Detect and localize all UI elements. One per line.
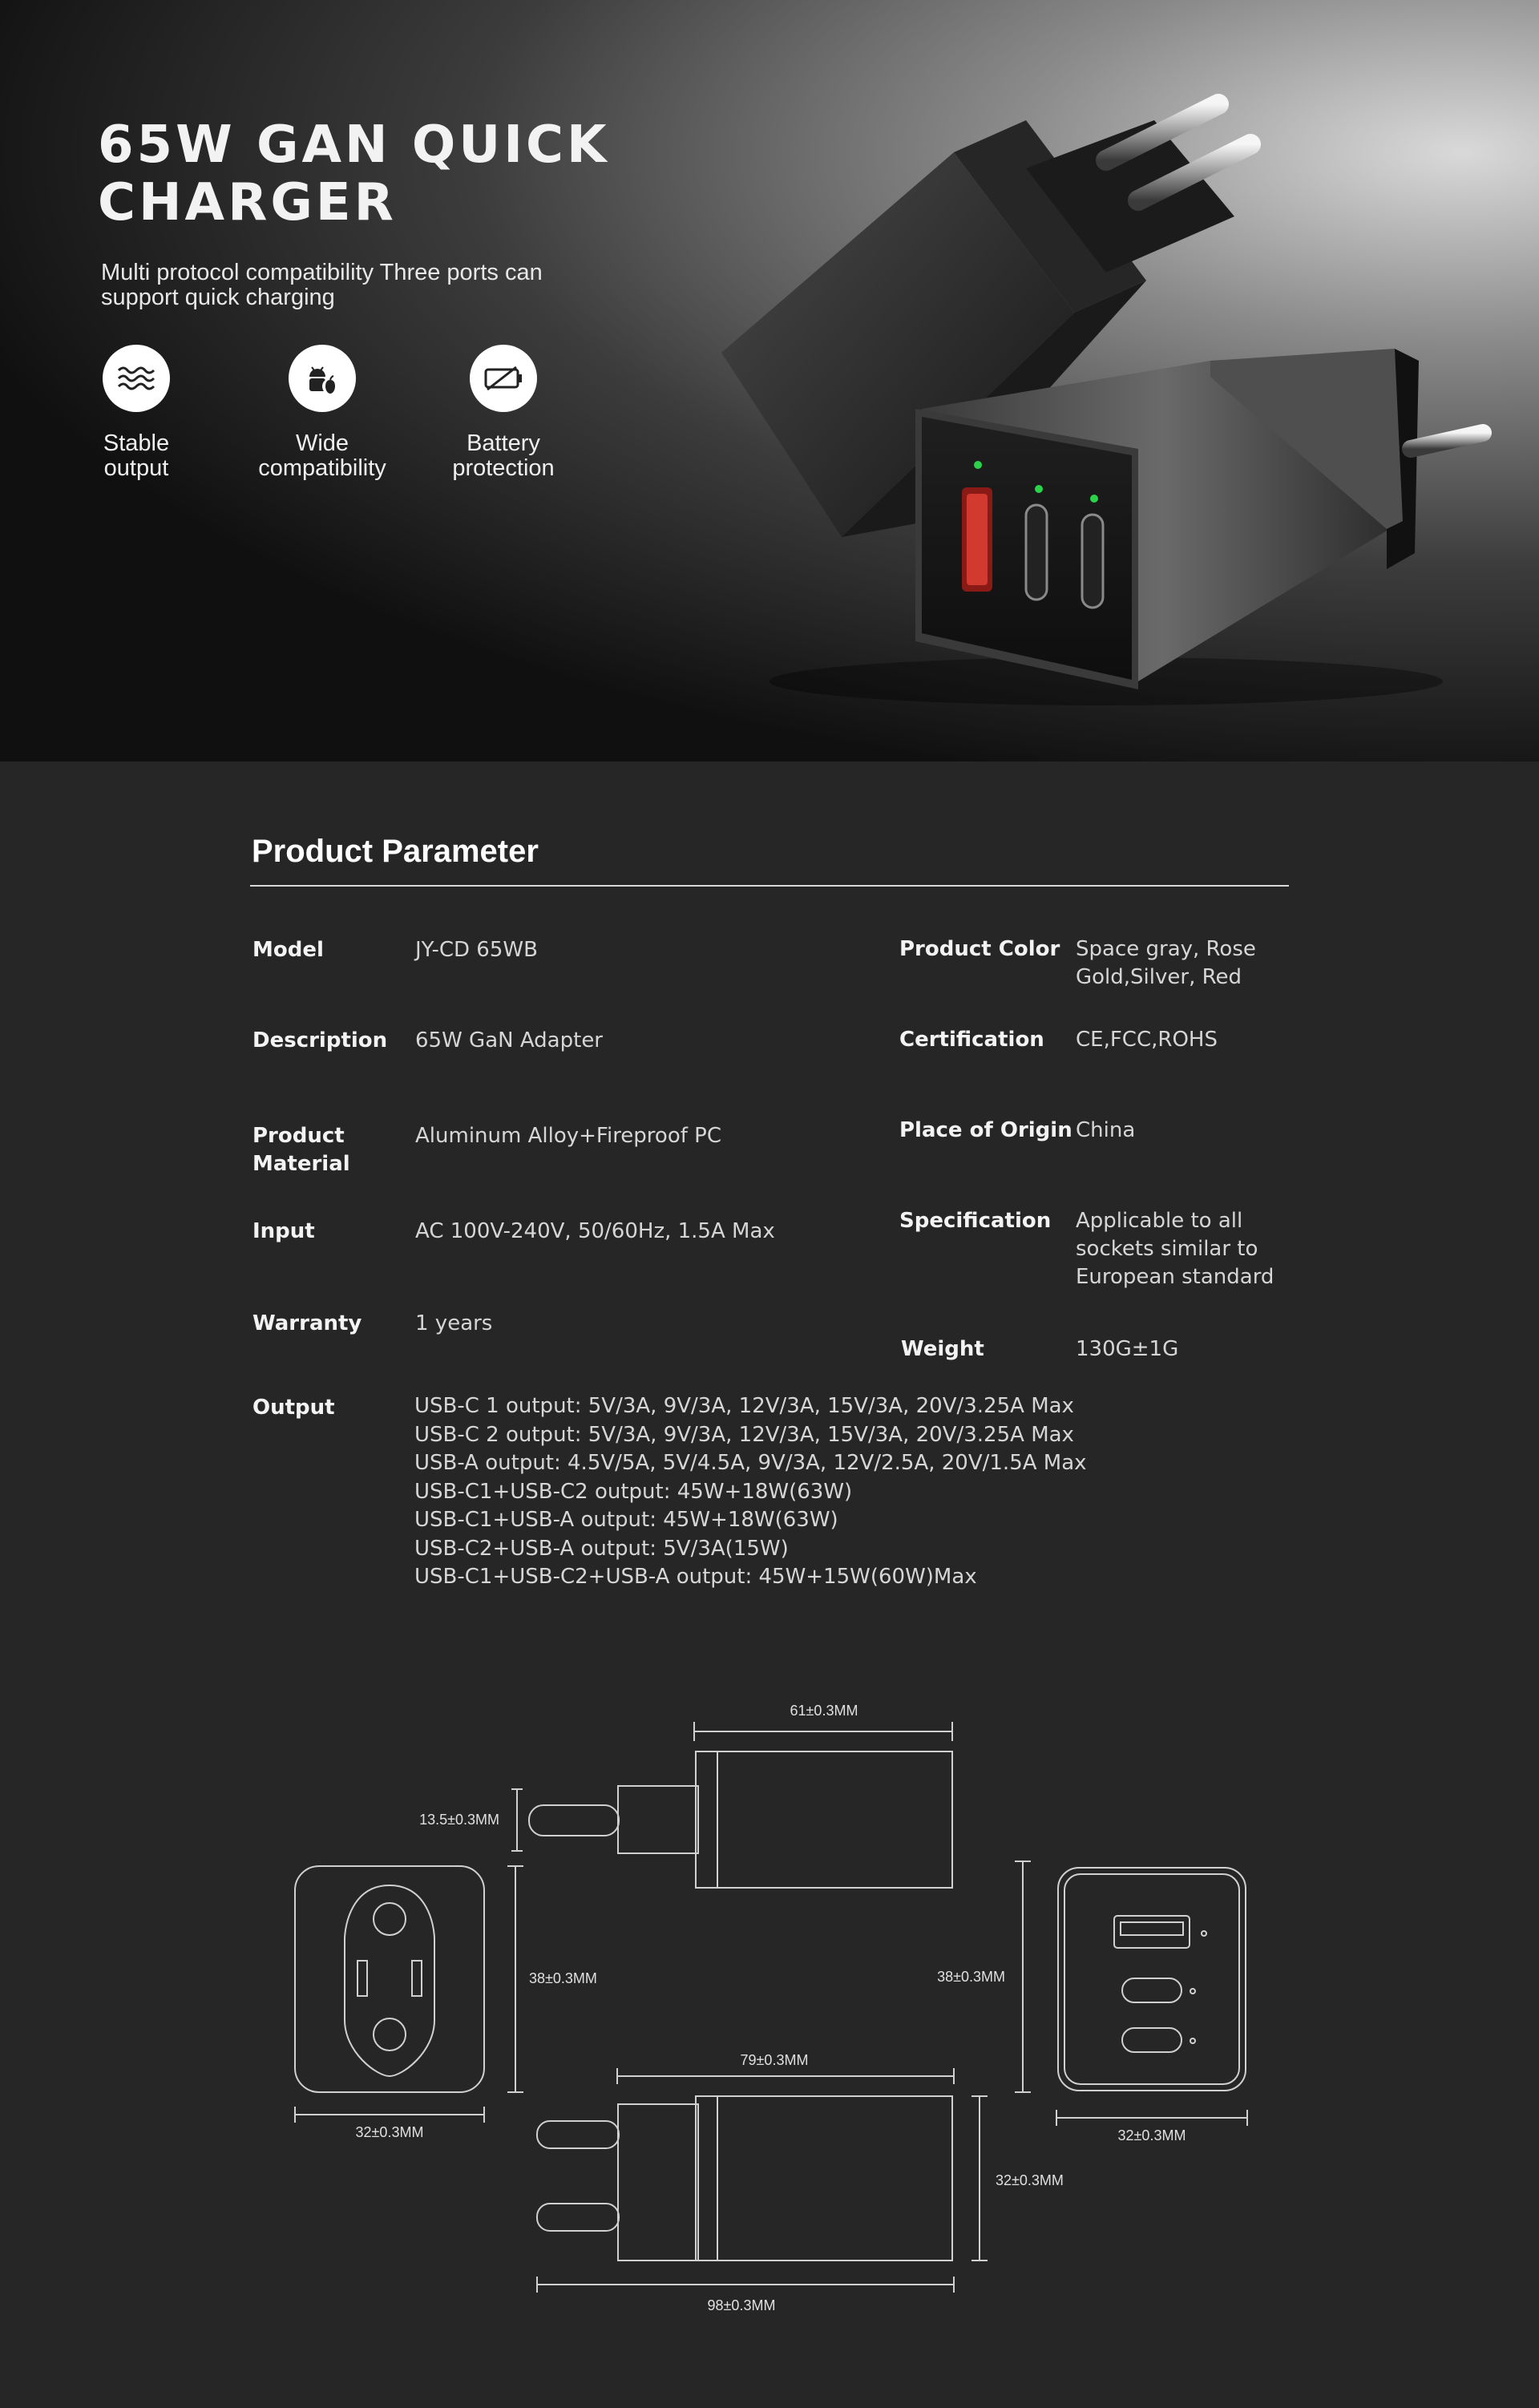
param-value-origin: China	[1076, 1118, 1136, 1142]
feature-label: Wide compatibility	[258, 430, 386, 481]
output-line: USB-A output: 4.5V/5A, 5V/4.5A, 9V/3A, 1…	[414, 1451, 1087, 1475]
param-label-input: Input	[252, 1219, 315, 1243]
param-value-input: AC 100V-240V, 50/60Hz, 1.5A Max	[415, 1219, 775, 1243]
param-label-description: Description	[252, 1028, 388, 1052]
param-label-color: Product Color	[899, 937, 1060, 961]
dim-plug-width: 32±0.3MM	[356, 2124, 424, 2140]
output-line: USB-C 1 output: 5V/3A, 9V/3A, 12V/3A, 15…	[414, 1394, 1074, 1418]
dim-side-body: 79±0.3MM	[741, 2052, 809, 2068]
param-label-warranty: Warranty	[252, 1311, 362, 1335]
dim-pin-offset: 13.5±0.3MM	[419, 1812, 499, 1828]
param-label-model: Model	[252, 938, 324, 962]
dimension-diagram: 61±0.3MM 13.5±0.3MM 38±0.3MM 32±0.3MM 38…	[294, 1703, 1248, 2313]
output-line: USB-C1+USB-C2 output: 45W+18W(63W)	[414, 1479, 853, 1504]
wave-icon	[103, 345, 170, 412]
feature-battery-protection: Battery protection	[423, 345, 584, 481]
param-value-color: Space gray, Rose Gold,Silver, Red	[1076, 937, 1256, 989]
param-label-specification: Specification	[899, 1209, 1052, 1233]
dim-front-height: 38±0.3MM	[937, 1969, 1005, 1985]
feature-wide-compatibility: Wide compatibility	[242, 345, 402, 481]
dim-side-height: 32±0.3MM	[996, 2172, 1064, 2188]
android-apple-icon	[289, 345, 356, 412]
output-list: USB-C 1 output: 5V/3A, 9V/3A, 12V/3A, 15…	[414, 1392, 1087, 1592]
dim-side-total: 98±0.3MM	[708, 2297, 776, 2313]
hero-title-line2: CHARGER	[98, 173, 397, 232]
param-value-certification: CE,FCC,ROHS	[1076, 1028, 1218, 1052]
output-line: USB-C2+USB-A output: 5V/3A(15W)	[414, 1536, 789, 1561]
output-line: USB-C 2 output: 5V/3A, 9V/3A, 12V/3A, 15…	[414, 1422, 1074, 1447]
side-view-body	[695, 2095, 953, 2261]
dim-plug-height: 38±0.3MM	[529, 1970, 597, 1986]
param-label-certification: Certification	[899, 1028, 1044, 1052]
param-value-description: 65W GaN Adapter	[415, 1028, 603, 1052]
output-line: USB-C1+USB-C2+USB-A output: 45W+15W(60W)…	[414, 1565, 977, 1589]
param-value-specification: Applicable to all sockets similar to Eur…	[1076, 1209, 1274, 1289]
param-label-weight: Weight	[901, 1337, 984, 1361]
dim-top-width: 61±0.3MM	[790, 1703, 858, 1719]
feature-label: Battery protection	[452, 430, 555, 481]
charger-product-image	[721, 94, 1492, 705]
feature-stable-output: Stable output	[56, 345, 216, 481]
front-port-view	[1057, 1867, 1246, 2091]
plug-face-view	[294, 1865, 485, 2093]
dim-front-width: 32±0.3MM	[1118, 2127, 1186, 2143]
title-divider	[250, 885, 1289, 887]
hero-title: 65W GAN QUICK CHARGER	[98, 116, 610, 232]
feature-label: Stable output	[103, 430, 170, 481]
param-label-origin: Place of Origin	[899, 1118, 1072, 1142]
hero-title-line1: 65W GAN QUICK	[98, 115, 610, 175]
output-line: USB-C1+USB-A output: 45W+18W(63W)	[414, 1508, 838, 1532]
product-parameter-title: Product Parameter	[252, 834, 539, 869]
hero-banner: 65W GAN QUICK CHARGER Multi protocol com…	[0, 0, 1539, 762]
top-view-body	[695, 1751, 953, 1889]
hero-subtitle: Multi protocol compatibility Three ports…	[101, 260, 543, 310]
param-value-warranty: 1 years	[415, 1311, 493, 1335]
param-label-material: Product Material	[252, 1124, 350, 1176]
battery-protection-icon	[470, 345, 537, 412]
param-label-output: Output	[252, 1396, 335, 1420]
param-value-material: Aluminum Alloy+Fireproof PC	[415, 1124, 721, 1148]
param-value-weight: 130G±1G	[1076, 1337, 1179, 1361]
param-value-model: JY-CD 65WB	[415, 938, 538, 962]
